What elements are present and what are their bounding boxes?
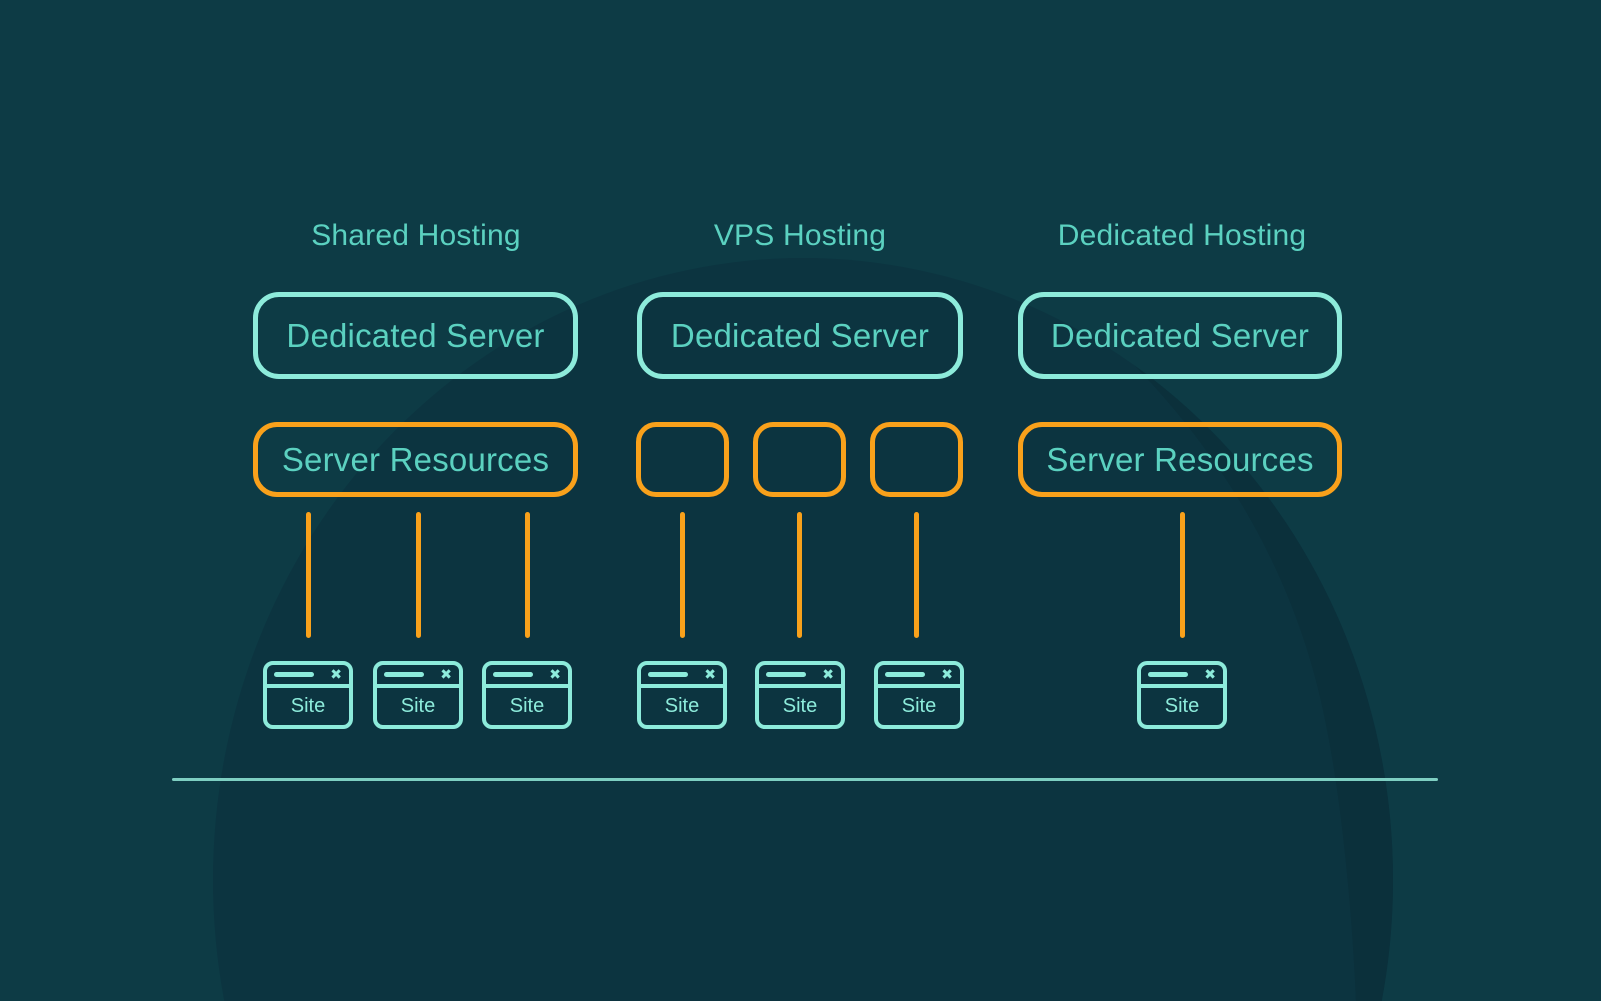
site-browser-icon: ✖ Site	[637, 661, 727, 729]
vps-resource-slot	[636, 422, 729, 497]
address-bar-line	[384, 672, 424, 677]
close-icon: ✖	[941, 665, 953, 682]
connector-line	[416, 512, 421, 638]
dedicated-server-box: Dedicated Server	[253, 292, 578, 379]
close-icon: ✖	[1204, 665, 1216, 682]
connector-line	[525, 512, 530, 638]
dome-shape	[213, 258, 1393, 1001]
site-browser-icon: ✖ Site	[1137, 661, 1227, 729]
address-bar-line	[648, 672, 688, 677]
browser-titlebar: ✖	[641, 665, 723, 688]
site-label: Site	[1164, 695, 1200, 717]
connector-line	[306, 512, 311, 638]
column-title-dedicated: Dedicated Hosting	[1057, 219, 1307, 252]
connector-line	[680, 512, 685, 638]
browser-titlebar: ✖	[486, 665, 568, 688]
dedicated-server-label: Dedicated Server	[670, 316, 930, 354]
site-label: Site	[664, 695, 700, 717]
vps-resource-slot	[753, 422, 846, 497]
close-icon: ✖	[704, 665, 716, 682]
column-title-shared: Shared Hosting	[311, 219, 521, 252]
dedicated-server-box: Dedicated Server	[1018, 292, 1342, 379]
address-bar-line	[1148, 672, 1188, 677]
address-bar-line	[274, 672, 314, 677]
connector-line	[914, 512, 919, 638]
column-title-vps: VPS Hosting	[713, 219, 887, 252]
close-icon: ✖	[330, 665, 342, 682]
site-label: Site	[901, 695, 937, 717]
site-label: Site	[509, 695, 545, 717]
dedicated-server-label: Dedicated Server	[286, 316, 545, 354]
site-browser-icon: ✖ Site	[373, 661, 463, 729]
browser-titlebar: ✖	[759, 665, 841, 688]
site-browser-icon: ✖ Site	[755, 661, 845, 729]
site-browser-icon: ✖ Site	[263, 661, 353, 729]
close-icon: ✖	[440, 665, 452, 682]
close-icon: ✖	[822, 665, 834, 682]
address-bar-line	[885, 672, 925, 677]
site-label: Site	[290, 695, 326, 717]
site-browser-icon: ✖ Site	[874, 661, 964, 729]
connector-line	[797, 512, 802, 638]
dedicated-server-box: Dedicated Server	[637, 292, 963, 379]
browser-titlebar: ✖	[377, 665, 459, 688]
dedicated-server-label: Dedicated Server	[1050, 316, 1310, 354]
server-resources-label: Server Resources	[1046, 440, 1314, 478]
site-browser-icon: ✖ Site	[482, 661, 572, 729]
vps-resource-slot	[870, 422, 963, 497]
baseline-rule	[172, 778, 1438, 781]
connector-line	[1180, 512, 1185, 638]
browser-titlebar: ✖	[878, 665, 960, 688]
browser-titlebar: ✖	[267, 665, 349, 688]
site-label: Site	[782, 695, 818, 717]
server-resources-box: Server Resources	[1018, 422, 1342, 497]
server-resources-label: Server Resources	[281, 440, 550, 478]
browser-titlebar: ✖	[1141, 665, 1223, 688]
address-bar-line	[766, 672, 806, 677]
address-bar-line	[493, 672, 533, 677]
server-resources-box: Server Resources	[253, 422, 578, 497]
site-label: Site	[400, 695, 436, 717]
close-icon: ✖	[549, 665, 561, 682]
